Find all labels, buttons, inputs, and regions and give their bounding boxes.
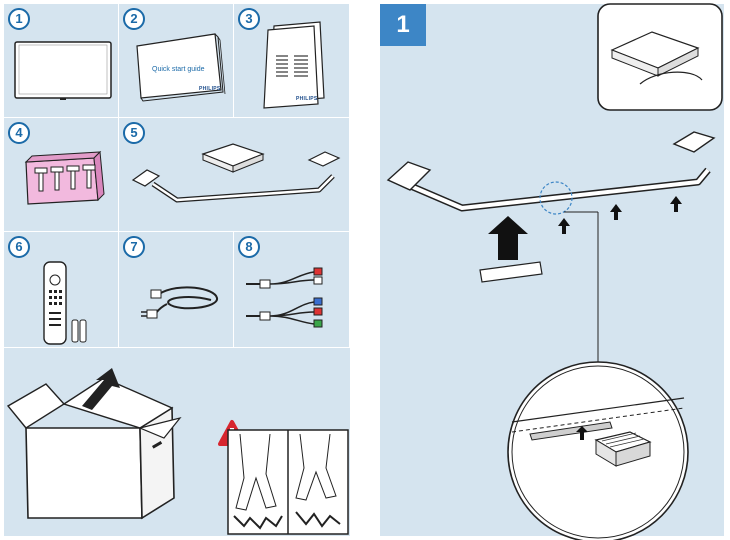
screws-icon (24, 150, 105, 205)
item-number: 3 (238, 8, 260, 30)
item-cell-remote: 6 (4, 232, 119, 348)
stand-base-icon (597, 3, 723, 111)
av-cable-icon (246, 267, 323, 328)
item-number: 5 (123, 122, 145, 144)
item-cell-guide: 2 Quick start guide PHILIPS (119, 4, 234, 118)
item-number: 1 (8, 8, 30, 30)
box-unpacking-icon (6, 368, 182, 520)
handling-warning-illustration (227, 429, 349, 535)
item-number: 7 (123, 236, 145, 258)
step-number: 1 (380, 4, 426, 46)
leaflet-icon (263, 21, 325, 109)
item-number: 6 (8, 236, 30, 258)
item-cell-av-cable: 8 (234, 232, 350, 348)
unpack-section (4, 348, 350, 536)
item-cell-screws: 4 (4, 118, 119, 232)
item-cell-tv: 1 (4, 4, 119, 118)
guide-brand: PHILIPS (199, 86, 221, 92)
item-number: 4 (8, 122, 30, 144)
item-number: 8 (238, 236, 260, 258)
leaflet-brand: PHILIPS (296, 96, 318, 102)
item-cell-leaflet: 3 PHILIPS (234, 4, 350, 118)
remote-control-icon (43, 261, 87, 345)
arrow-up-icon (488, 196, 682, 260)
step-panel: 1 (380, 3, 724, 540)
stand-assembly-illustration (386, 131, 716, 374)
tv-icon (14, 41, 112, 100)
stand-icon (131, 143, 341, 203)
power-cord-icon (141, 286, 218, 319)
item-cell-stand: 5 (119, 118, 350, 232)
item-cell-power-cord: 7 (119, 232, 234, 348)
contents-panel: 1 2 Quick start guide PHILIPS 3 (4, 4, 350, 536)
item-number: 2 (123, 8, 145, 30)
tape-strip-icon (479, 261, 543, 283)
magnifier-icon (507, 361, 689, 540)
quick-start-guide-icon (136, 33, 226, 102)
guide-title: Quick start guide (152, 66, 205, 73)
